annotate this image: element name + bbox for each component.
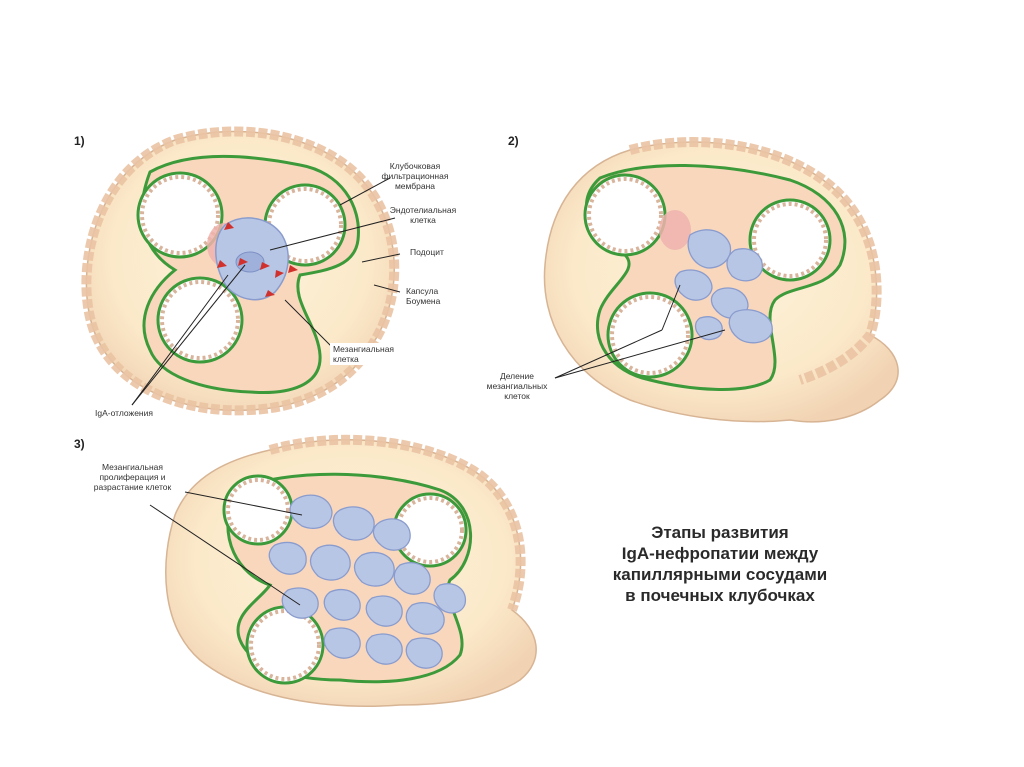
capillary-loop [585,175,665,255]
podocyte [659,210,691,250]
label-iga-deposits: IgA-отложения [95,408,153,418]
label-endothelial-cell: Эндотелиальная клетка [383,205,463,225]
caption-line-3: капиллярными сосудами [560,564,880,585]
panel-3 [150,440,536,706]
panel-2-number: 2) [508,134,519,148]
label-bowman-capsule: Капсула Боумена [406,286,440,306]
panel-2 [544,142,898,422]
label-filtration-membrane: Клубочковая фильтрационная мембрана [370,161,460,191]
panel-1-number: 1) [74,134,85,148]
label-mesangial-cell: Мезангиальная клетка [330,343,397,365]
capillary-loop [247,607,323,683]
panel-1 [86,131,400,410]
label-mesangial-proliferation: Мезангиальная пролиферация и разрастание… [80,462,185,492]
label-podocyte: Подоцит [410,247,444,257]
panel-3-number: 3) [74,437,85,451]
capillary-loop [224,476,292,544]
label-mesangial-division: Деление мезангиальных клеток [472,371,562,401]
caption-line-2: IgA-нефропатии между [560,543,880,564]
diagram-caption: Этапы развития IgA-нефропатии между капи… [560,522,880,606]
caption-line-1: Этапы развития [560,522,880,543]
caption-line-4: в почечных клубочках [560,585,880,606]
